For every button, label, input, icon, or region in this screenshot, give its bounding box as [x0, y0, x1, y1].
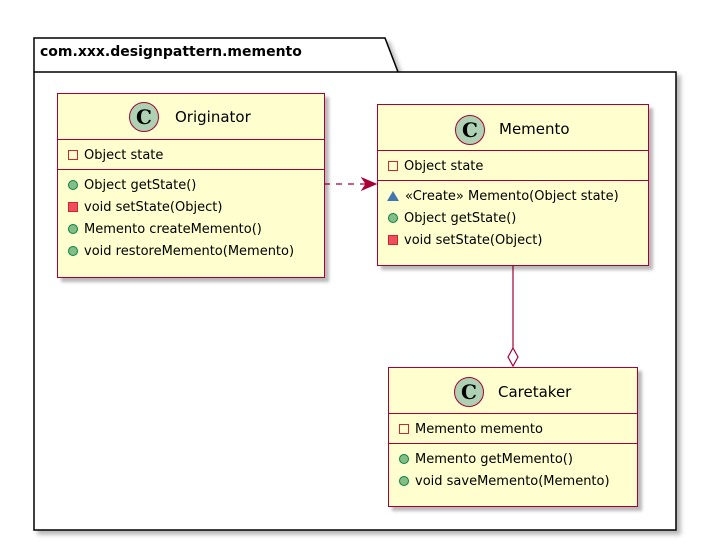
class-header: C Caretaker: [389, 368, 637, 414]
field-text: Object state: [84, 147, 164, 163]
aggregation-diamond: [507, 346, 519, 368]
private-field-icon: [399, 424, 409, 434]
method-text: void setState(Object): [404, 232, 543, 248]
private-field-icon: [388, 161, 398, 171]
method-text: Object getState(): [404, 210, 517, 226]
public-method-icon: [68, 246, 78, 256]
method-text: «Create» Memento(Object state): [405, 188, 619, 204]
class-caretaker[interactable]: C Caretaker Memento memento Memento getM…: [388, 367, 638, 507]
method-row: Object getState(): [58, 174, 324, 196]
method-row: void setState(Object): [378, 229, 648, 251]
class-header: C Memento: [378, 105, 648, 151]
class-originator[interactable]: C Originator Object state Object getStat…: [57, 93, 325, 278]
methods-section: «Create» Memento(Object state) Object ge…: [378, 181, 648, 254]
public-method-icon: [388, 213, 398, 223]
method-row: void restoreMemento(Memento): [58, 240, 324, 262]
method-text: Memento getMemento(): [415, 451, 573, 467]
method-text: Memento createMemento(): [84, 221, 262, 237]
fields-section: Object state: [378, 151, 648, 181]
field-text: Memento memento: [415, 421, 543, 437]
dependency-arrowhead: [360, 176, 378, 192]
class-name: Originator: [175, 108, 251, 126]
class-icon: C: [455, 115, 485, 145]
class-icon: C: [454, 377, 484, 407]
package-method-icon: [387, 191, 399, 201]
field-text: Object state: [404, 158, 484, 174]
field-row: Memento memento: [389, 418, 637, 440]
class-memento[interactable]: C Memento Object state «Create» Memento(…: [377, 104, 649, 266]
package-name: com.xxx.designpattern.memento: [40, 44, 302, 60]
public-method-icon: [68, 224, 78, 234]
field-row: Object state: [378, 155, 648, 177]
fields-section: Memento memento: [389, 414, 637, 444]
public-method-icon: [68, 180, 78, 190]
method-row: void setState(Object): [58, 196, 324, 218]
private-method-icon: [388, 235, 398, 245]
private-method-icon: [68, 202, 78, 212]
class-header: C Originator: [58, 94, 324, 140]
method-row: Memento createMemento(): [58, 218, 324, 240]
methods-section: Object getState() void setState(Object) …: [58, 170, 324, 265]
method-text: void restoreMemento(Memento): [84, 243, 295, 259]
methods-section: Memento getMemento() void saveMemento(Me…: [389, 444, 637, 495]
private-field-icon: [68, 150, 78, 160]
method-text: void setState(Object): [84, 199, 223, 215]
public-method-icon: [399, 454, 409, 464]
method-row: «Create» Memento(Object state): [378, 185, 648, 207]
class-icon: C: [129, 102, 159, 132]
method-text: Object getState(): [84, 177, 197, 193]
field-row: Object state: [58, 144, 324, 166]
method-row: void saveMemento(Memento): [389, 470, 637, 492]
class-name: Memento: [499, 120, 570, 138]
method-row: Memento getMemento(): [389, 448, 637, 470]
public-method-icon: [399, 476, 409, 486]
class-name: Caretaker: [498, 383, 572, 401]
fields-section: Object state: [58, 140, 324, 170]
method-row: Object getState(): [378, 207, 648, 229]
method-text: void saveMemento(Memento): [415, 473, 610, 489]
